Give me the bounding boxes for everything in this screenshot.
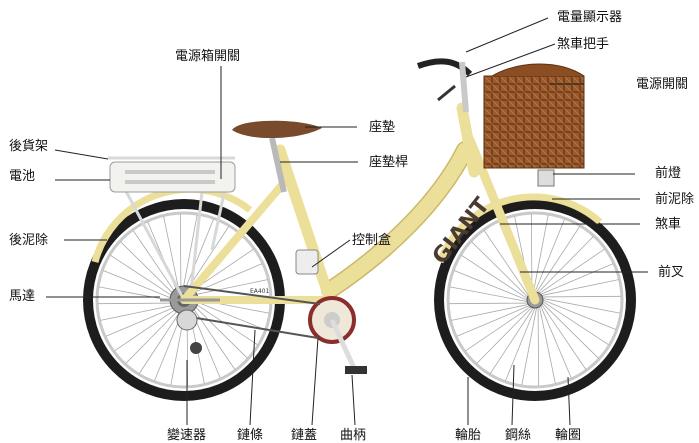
label-power-switch: 電源開關 [636,77,689,92]
label-rim: 輪圈 [555,428,582,443]
front-fender [436,193,603,264]
spoke [125,307,182,364]
spoke [539,306,556,384]
handlebar [416,58,473,77]
spoke [465,306,531,352]
pedal [345,366,367,374]
spoke [471,241,528,298]
spoke [536,226,581,293]
front-tire [434,199,636,401]
model-label: EA401 [250,288,270,295]
spoke [449,302,528,305]
spoke [534,219,565,293]
spoke [530,214,533,293]
crank-arm [329,318,357,370]
label-meter: 電量顯示器 [557,10,623,25]
spoke [163,216,180,294]
label-brake: 煞車 [655,217,682,232]
label-motor: 馬達 [9,289,36,304]
label-seat-post: 座墊桿 [369,155,409,170]
derailleur [176,309,202,354]
front-light [537,169,555,187]
spoke [190,279,268,296]
spoke [533,214,549,293]
spoke [540,305,572,379]
spoke [110,254,177,299]
label-seat: 座墊 [369,120,396,135]
seat-post [269,137,287,193]
frame [180,102,540,306]
spoke [100,304,178,321]
spoke [489,307,534,374]
label-spokes: 鋼絲 [505,428,532,443]
label-chain-guard: 鏈蓋 [291,428,318,443]
controller-box [295,249,319,275]
spoke [541,279,619,296]
spoke [537,307,540,386]
spoke [190,304,236,370]
spoke [542,295,621,298]
label-tire: 輪胎 [455,428,482,443]
label-chain: 鏈條 [237,428,264,443]
spoke [191,302,248,359]
label-front-fender: 前泥除 [655,192,695,207]
spoke [542,299,616,330]
battery [109,161,236,193]
spoke [182,214,198,293]
brake-lever-shape [437,84,456,102]
spoke [541,304,587,370]
spoke [449,286,528,302]
spoke [483,230,529,296]
chain [183,285,321,339]
spoke [183,219,214,293]
spoke [456,305,530,337]
spoke [114,306,180,352]
label-derailleur: 變速器 [167,428,207,443]
spoke [191,299,265,330]
basket [483,75,585,169]
label-front-fork: 前叉 [658,265,685,280]
front-rim [446,211,624,389]
spoke [505,307,536,381]
label-battery: 電池 [9,169,36,184]
spoke [103,270,177,301]
spoke [105,305,179,337]
spoke [179,214,182,293]
front-spokes [449,214,621,386]
spoke [120,241,177,298]
spoke [451,304,529,321]
spoke [537,236,594,293]
spoke [540,263,614,295]
label-front-light: 前燈 [655,166,682,181]
saddle [232,120,322,139]
rear-fender [91,185,253,263]
label-crank: 曲柄 [340,428,367,443]
spoke [132,230,178,296]
label-rear-rack: 後貨架 [9,139,49,154]
spoke [542,301,609,346]
spoke [138,307,183,374]
spoke [542,298,621,314]
label-battery-switch: 電源箱開關 [175,49,241,64]
spoke [454,270,528,301]
label-brake-lever: 煞車把手 [557,37,610,52]
spoke [542,302,599,359]
leader-lines [46,17,648,426]
spoke [98,302,177,305]
spoke [521,307,537,386]
spoke [539,248,605,294]
spoke [461,254,528,299]
label-controller: 控制盒 [352,233,392,248]
label-rear-fender: 後泥除 [9,233,49,248]
spoke [476,307,533,364]
